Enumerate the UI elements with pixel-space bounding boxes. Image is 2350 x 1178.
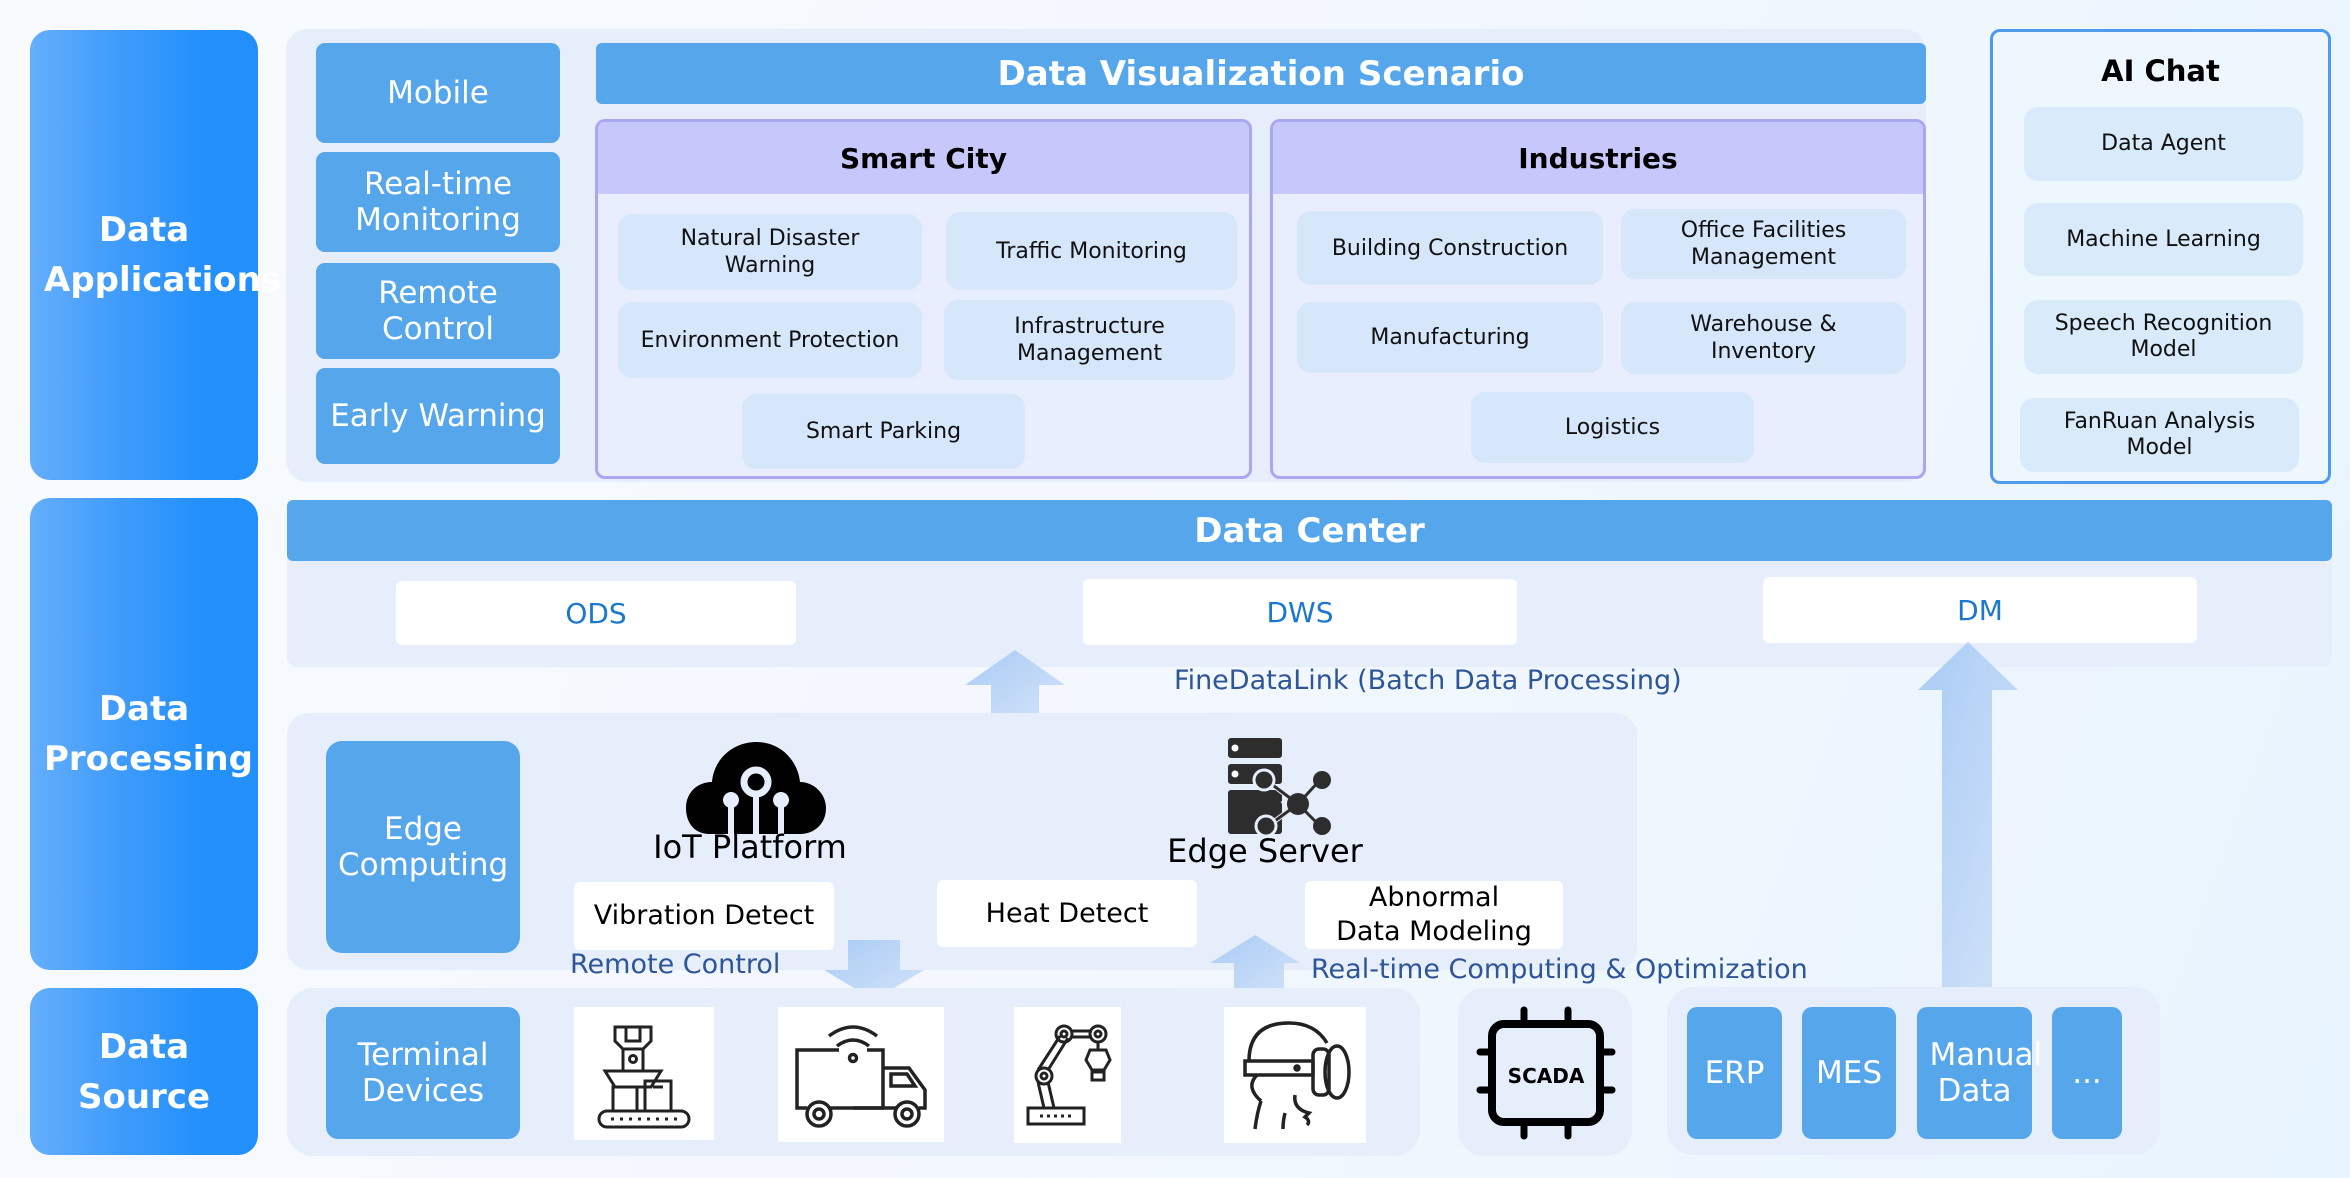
- conveyor-robot-icon: [597, 1025, 691, 1128]
- system-erp[interactable]: ERP: [1687, 1007, 1782, 1139]
- iot-platform-label: IoT Platform: [653, 828, 847, 866]
- store-dws[interactable]: DWS: [1083, 579, 1517, 645]
- up-arrow-icon: [965, 650, 1065, 718]
- system-label: MES: [1815, 1055, 1882, 1091]
- layer-label: Data Source: [77, 1026, 211, 1117]
- scenario-item-label: Logistics: [1564, 415, 1661, 440]
- scenario-item-label: Traffic Monitoring: [996, 238, 1187, 264]
- layer-tab-data-source: Data Source: [30, 988, 258, 1155]
- scenario-item[interactable]: Building Construction: [1297, 211, 1603, 285]
- ai-chat-item-speech-recognition[interactable]: Speech Recognition Model: [2024, 300, 2303, 374]
- terminal-devices-label: Terminal Devices: [357, 1037, 489, 1109]
- edge-computing-box: Edge Computing: [326, 741, 520, 953]
- function-vibration-detect[interactable]: Vibration Detect: [574, 882, 834, 950]
- system-label: ...: [2072, 1055, 2102, 1091]
- scenario-item[interactable]: Warehouse & Inventory: [1621, 302, 1906, 374]
- vr-headset-icon: [1243, 1021, 1351, 1130]
- scenario-item[interactable]: Environment Protection: [618, 302, 922, 378]
- scenario-item[interactable]: Office Facilities Management: [1621, 209, 1906, 279]
- smart-city-header: Smart City: [598, 122, 1249, 194]
- system-label: Manual Data: [1929, 1037, 2043, 1109]
- app-item-remote-control[interactable]: Remote Control: [316, 263, 560, 359]
- app-item-early-warning[interactable]: Early Warning: [316, 368, 560, 464]
- system-label: ERP: [1704, 1055, 1765, 1091]
- realtime-computing-label: Real-time Computing & Optimization: [1311, 954, 1808, 985]
- industries-title: Industries: [1518, 141, 1678, 175]
- scada-chip-icon: SCADA: [1476, 1006, 1616, 1140]
- layer-tab-data-processing: Data Processing: [30, 498, 258, 970]
- iot-cloud-icon: [686, 742, 826, 834]
- app-item-label: Real-time Monitoring: [355, 166, 521, 238]
- scenario-item[interactable]: Smart Parking: [742, 394, 1025, 469]
- scenario-item[interactable]: Logistics: [1471, 392, 1754, 463]
- ai-chat-panel: AI Chat Data Agent Machine Learning Spee…: [1990, 29, 2331, 484]
- app-item-mobile[interactable]: Mobile: [316, 43, 560, 143]
- scenario-item-label: Infrastructure Management: [1014, 314, 1165, 366]
- function-label: Abnormal Data Modeling: [1336, 882, 1532, 947]
- store-ods[interactable]: ODS: [396, 581, 796, 645]
- scenario-item[interactable]: Infrastructure Management: [944, 300, 1235, 380]
- edge-server-icon: [1228, 738, 1331, 836]
- industries-header: Industries: [1273, 122, 1923, 194]
- function-heat-detect[interactable]: Heat Detect: [937, 880, 1197, 947]
- industries-panel: Industries Building Construction Office …: [1270, 119, 1926, 479]
- ai-chat-item-label: Data Agent: [2101, 131, 2226, 156]
- system-more[interactable]: ...: [2052, 1007, 2122, 1139]
- app-item-label: Early Warning: [330, 398, 546, 434]
- scenario-item-label: Warehouse & Inventory: [1690, 312, 1837, 364]
- function-abnormal-data-modeling[interactable]: Abnormal Data Modeling: [1305, 881, 1563, 949]
- layer-label: Data Processing: [44, 689, 253, 779]
- edge-computing-label: Edge Computing: [338, 811, 509, 883]
- scenario-item-label: Manufacturing: [1370, 325, 1530, 350]
- scenario-item-label: Smart Parking: [805, 419, 962, 444]
- layer-tab-data-applications: Data Applications: [30, 30, 282, 480]
- ai-chat-item-label: FanRuan Analysis Model: [2063, 409, 2256, 460]
- scenario-item[interactable]: Natural Disaster Warning: [618, 214, 922, 290]
- system-mes[interactable]: MES: [1802, 1007, 1896, 1139]
- remote-control-label: Remote Control: [570, 949, 781, 980]
- smart-city-panel: Smart City Natural Disaster Warning Traf…: [595, 119, 1252, 479]
- store-label: DWS: [1266, 595, 1334, 629]
- ai-chat-item-label: Speech Recognition Model: [2054, 311, 2273, 362]
- app-item-label: Remote Control: [378, 275, 498, 347]
- terminal-devices-box: Terminal Devices: [326, 1007, 520, 1139]
- scenario-item[interactable]: Traffic Monitoring: [946, 212, 1237, 290]
- data-center-title: Data Center: [1194, 510, 1425, 551]
- app-item-realtime-monitoring[interactable]: Real-time Monitoring: [316, 152, 560, 252]
- scenario-item-label: Building Construction: [1331, 235, 1569, 261]
- visualization-scenario-header: Data Visualization Scenario: [596, 43, 1926, 104]
- scenario-item[interactable]: Manufacturing: [1297, 302, 1603, 373]
- device-tile: [1224, 1007, 1366, 1143]
- visualization-title: Data Visualization Scenario: [997, 53, 1525, 94]
- ai-chat-item-label: Machine Learning: [2066, 226, 2261, 252]
- system-manual-data[interactable]: Manual Data: [1917, 1007, 2043, 1139]
- scada-label: SCADA: [1508, 1064, 1585, 1088]
- scenario-item-label: Office Facilities Management: [1680, 218, 1847, 270]
- device-tile: [574, 1007, 714, 1140]
- up-arrow-icon: [1918, 642, 2018, 998]
- edge-server-label: Edge Server: [1167, 832, 1363, 870]
- device-tile: [1014, 1007, 1121, 1143]
- connected-truck-icon: [795, 1024, 927, 1128]
- store-dm[interactable]: DM: [1763, 577, 2197, 643]
- ai-chat-item-data-agent[interactable]: Data Agent: [2024, 107, 2303, 181]
- app-item-label: Mobile: [387, 75, 489, 111]
- ai-chat-title: AI Chat: [2101, 54, 2220, 88]
- data-center-header: Data Center: [287, 500, 2332, 561]
- device-tile: [778, 1007, 944, 1142]
- store-label: ODS: [565, 596, 627, 630]
- layer-label: Data Applications: [44, 210, 282, 300]
- down-arrow-icon: [824, 940, 924, 1000]
- scenario-item-label: Natural Disaster Warning: [680, 226, 860, 278]
- batch-processing-label: FineDataLink (Batch Data Processing): [1174, 665, 1682, 696]
- ai-chat-item-fanruan-analysis[interactable]: FanRuan Analysis Model: [2020, 398, 2299, 472]
- scenario-item-label: Environment Protection: [640, 327, 900, 353]
- smart-city-title: Smart City: [840, 141, 1007, 175]
- function-label: Vibration Detect: [593, 900, 815, 931]
- store-label: DM: [1957, 593, 2003, 627]
- up-arrow-icon: [1210, 935, 1300, 997]
- function-label: Heat Detect: [985, 897, 1149, 929]
- robotic-arm-icon: [1026, 1024, 1112, 1126]
- ai-chat-item-machine-learning[interactable]: Machine Learning: [2024, 203, 2303, 276]
